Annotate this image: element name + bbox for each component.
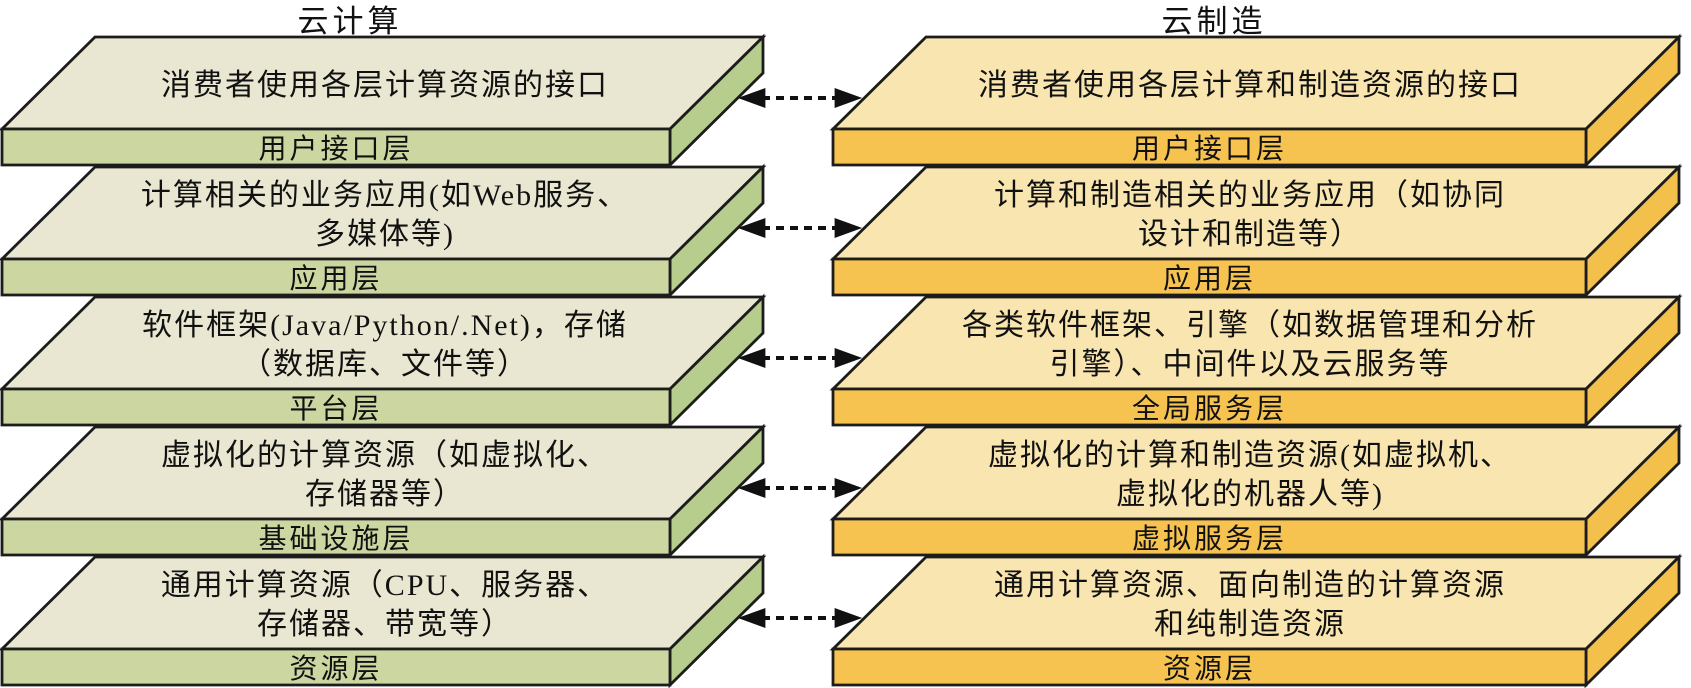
arrowhead-left	[737, 348, 766, 368]
arrowhead-right	[834, 218, 863, 238]
layer-top-label: 消费者使用各层计算和制造资源的接口	[978, 68, 1522, 102]
slab-front-face	[831, 647, 1588, 687]
slab-front-face	[831, 257, 1588, 297]
layer-top-label: 计算相关的业务应用(如Web服务、 多媒体等)	[140, 179, 630, 251]
slab-front-face	[0, 257, 672, 297]
layer-edge-label: 用户接口层	[258, 134, 414, 165]
column-title-cloud-computing: 云计算	[297, 3, 403, 39]
arrowhead-right	[834, 608, 863, 628]
layer-edge-label: 基础设施层	[258, 524, 414, 555]
slab-cloud-manufacturing-layer-4	[829, 423, 1683, 559]
layer-top-label: 通用计算资源（CPU、服务器、 存储器、带宽等）	[160, 569, 610, 641]
slab-cloud-manufacturing-layer-2	[829, 163, 1683, 299]
layer-edge-label: 资源层	[289, 654, 383, 685]
arrowhead-left	[737, 608, 766, 628]
column-title-cloud-manufacturing: 云制造	[1161, 3, 1267, 39]
interconnect-arrow-2	[737, 218, 863, 238]
slab-cloud-computing-layer-5	[0, 553, 767, 688]
layer-top-label: 软件框架(Java/Python/.Net)，存储 （数据库、文件等）	[142, 309, 628, 381]
slab-cloud-manufacturing-layer-5	[829, 553, 1683, 688]
layer-edge-label: 用户接口层	[1131, 134, 1287, 165]
arrowhead-left	[737, 88, 766, 108]
layer-edge-label: 虚拟服务层	[1131, 524, 1287, 555]
slab-cloud-computing-layer-2	[0, 163, 767, 299]
slab-cloud-manufacturing-layer-1	[829, 33, 1683, 169]
slab-cloud-computing-layer-1	[0, 33, 767, 169]
interconnect-arrow-1	[737, 88, 863, 108]
arrowhead-left	[737, 478, 766, 498]
layer-edge-label: 应用层	[1162, 264, 1256, 295]
slab-front-face	[0, 387, 672, 427]
layer-top-label: 计算和制造相关的业务应用（如协同 设计和制造等）	[994, 179, 1506, 251]
layer-top-label: 消费者使用各层计算资源的接口	[161, 68, 609, 102]
layer-edge-label: 全局服务层	[1131, 394, 1287, 425]
slab-front-face	[831, 517, 1588, 557]
interconnect-arrow-3	[737, 348, 863, 368]
arrowhead-left	[737, 218, 766, 238]
slab-front-face	[831, 127, 1588, 167]
layer-top-label: 各类软件框架、引擎（如数据管理和分析 引擎）、中间件以及云服务等	[962, 309, 1538, 381]
interconnect-arrow-5	[737, 608, 863, 628]
layer-top-label: 虚拟化的计算和制造资源(如虚拟机、 虚拟化的机器人等)	[988, 439, 1512, 511]
slab-front-face	[0, 517, 672, 557]
arrowhead-right	[834, 348, 863, 368]
layer-edge-label: 应用层	[289, 264, 383, 295]
slab-cloud-manufacturing-layer-3	[829, 293, 1683, 429]
slab-cloud-computing-layer-3	[0, 293, 767, 429]
arrowhead-right	[834, 88, 863, 108]
slab-front-face	[0, 127, 672, 167]
arrowhead-right	[834, 478, 863, 498]
slab-front-face	[0, 647, 672, 687]
layer-top-label: 虚拟化的计算资源（如虚拟化、 存储器等）	[161, 439, 609, 511]
layer-edge-label: 平台层	[289, 394, 383, 425]
layer-top-label: 通用计算资源、面向制造的计算资源 和纯制造资源	[994, 569, 1506, 641]
slab-front-face	[831, 387, 1588, 427]
slab-cloud-computing-layer-4	[0, 423, 767, 559]
layer-edge-label: 资源层	[1162, 654, 1256, 685]
interconnect-arrow-4	[737, 478, 863, 498]
